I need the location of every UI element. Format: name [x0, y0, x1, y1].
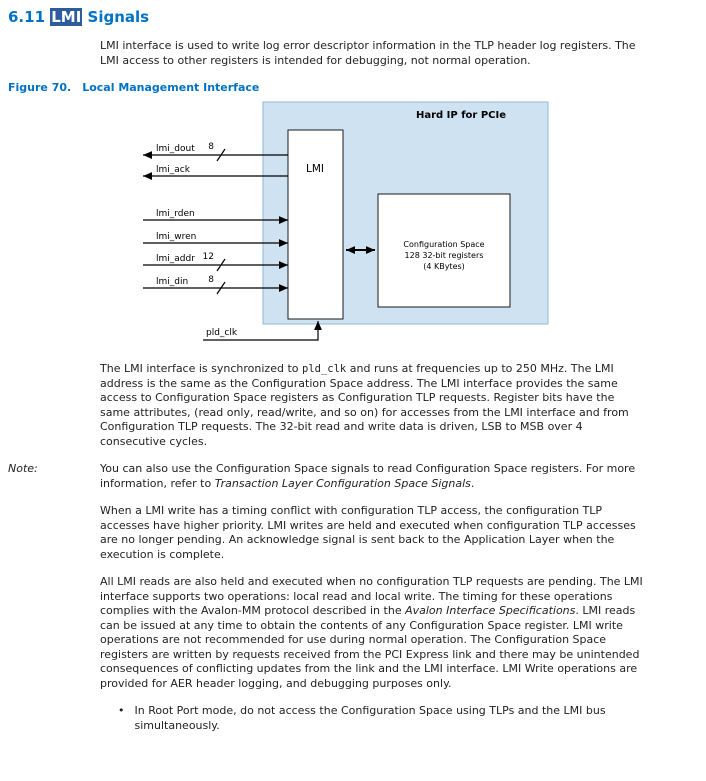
bullet-marker: •: [118, 704, 125, 717]
lmi-addr-label: lmi_addr: [156, 254, 195, 264]
bullet-item: • In Root Port mode, do not access the C…: [100, 704, 645, 733]
config-space-line1: Configuration Space: [403, 240, 484, 249]
left-gutter: [0, 362, 100, 462]
lmi-din-label: lmi_din: [156, 277, 188, 287]
left-gutter: [0, 39, 100, 81]
reads-text-a: All LMI reads are also held and executed…: [100, 575, 643, 617]
pld-clk-code: pld_clk: [302, 363, 347, 375]
figure-title: Local Management Interface: [82, 81, 260, 94]
figure-diagram: Hard IP for PCIe LMI Configuration Space…: [118, 100, 706, 352]
lmi-wren-label: lmi_wren: [156, 232, 196, 242]
reads-row: All LMI reads are also held and executed…: [0, 575, 706, 704]
section-heading: 6.11 LMI Signals: [8, 8, 706, 26]
lmi-dout-width: 8: [208, 142, 214, 152]
hard-ip-label: Hard IP for PCIe: [416, 110, 506, 121]
cross-reference: Transaction Layer Configuration Space Si…: [214, 476, 471, 490]
left-gutter: [0, 504, 100, 575]
lmi-addr-width: 12: [203, 252, 214, 262]
intro-paragraph: LMI interface is used to write log error…: [100, 39, 636, 67]
reads-paragraph: All LMI reads are also held and executed…: [100, 575, 645, 691]
section-title-rest: Signals: [82, 8, 150, 26]
config-space-line2: 128 32-bit registers: [405, 251, 484, 260]
note-label: Note:: [8, 462, 38, 475]
lmi-ack-label: lmi_ack: [156, 165, 191, 175]
intro-row: LMI interface is used to write log error…: [0, 39, 706, 81]
figure-caption: Figure 70. Local Management Interface: [8, 81, 706, 94]
lmi-sync-paragraph: The LMI interface is synchronized to pld…: [100, 362, 645, 449]
write-conflict-row: When a LMI write has a timing conflict w…: [0, 504, 706, 575]
bullet-text: In Root Port mode, do not access the Con…: [134, 704, 606, 732]
sync-text-b: and runs at frequencies up to 250 MHz. T…: [100, 362, 629, 448]
section-number: 6.11: [8, 8, 51, 26]
note-row: Note: You can also use the Configuration…: [0, 462, 706, 504]
lmi-rden-label: lmi_rden: [156, 209, 195, 219]
lmi-addr-bus-slash: [216, 258, 226, 272]
pld-clk-label: pld_clk: [206, 328, 238, 338]
avalon-spec-reference: Avalon Interface Specifications: [405, 604, 576, 617]
lmi-block: [287, 129, 344, 320]
lmi-dout-bus-slash: [216, 148, 226, 162]
sync-row: The LMI interface is synchronized to pld…: [0, 362, 706, 462]
left-gutter: [0, 575, 100, 704]
config-space-block: [377, 193, 511, 308]
lmi-din-bus-slash: [216, 281, 226, 295]
pld-clk-wire: [203, 321, 322, 341]
lmi-dout-label: lmi_dout: [156, 144, 195, 154]
left-gutter: [0, 704, 100, 746]
note-text-a: You can also use the Configuration Space…: [100, 462, 636, 490]
note-paragraph: You can also use the Configuration Space…: [100, 462, 645, 491]
lmi-block-label: LMI: [306, 163, 324, 175]
reads-text-b: . LMI reads can be issued at any time to…: [100, 604, 640, 690]
write-conflict-paragraph: When a LMI write has a timing conflict w…: [100, 504, 636, 561]
note-text-b: .: [470, 476, 475, 490]
lmi-din-width: 8: [208, 275, 214, 285]
lmi-diagram-svg: Hard IP for PCIe LMI Configuration Space…: [143, 101, 549, 341]
sync-text-a: The LMI interface is synchronized to: [100, 362, 302, 375]
highlighted-term: LMI: [50, 8, 83, 26]
config-space-line3: (4 KBytes): [423, 262, 465, 271]
figure-label: Figure 70.: [8, 81, 72, 94]
bullet-row: • In Root Port mode, do not access the C…: [0, 704, 706, 746]
